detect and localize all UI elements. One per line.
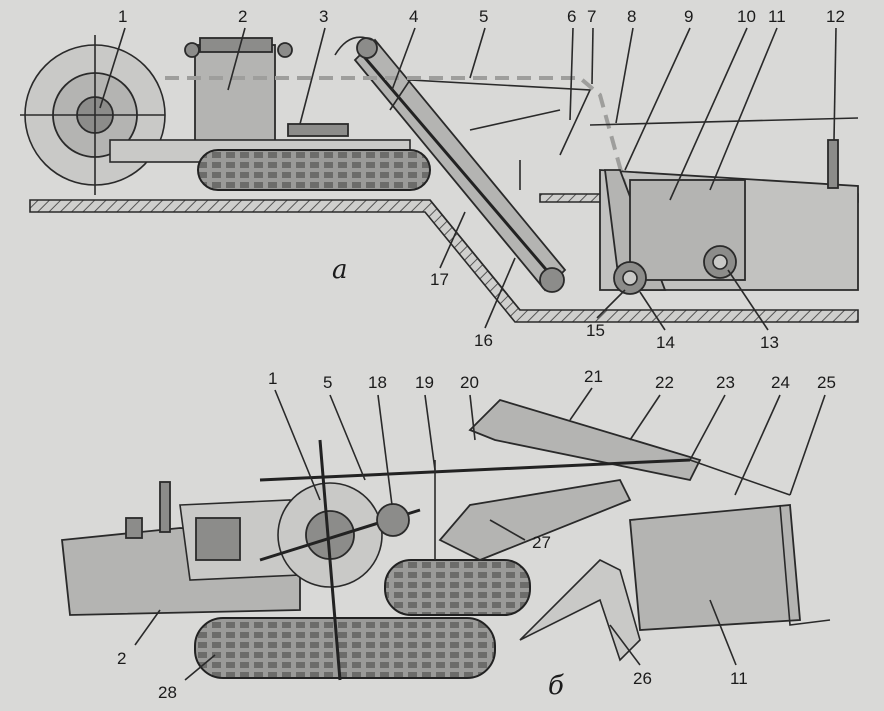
cable-5-a <box>165 76 701 272</box>
filter-cap <box>125 517 143 539</box>
callout-b-21: 21 <box>584 367 603 386</box>
callout-b-19: 19 <box>415 373 434 392</box>
lamp-right <box>277 42 293 58</box>
callouts-a: 1 2 3 4 5 6 7 8 9 10 11 12 17 16 15 14 1… <box>118 7 845 352</box>
callout-lines-b <box>134 387 826 681</box>
callout-a-5: 5 <box>479 7 488 26</box>
trench-wall <box>429 199 521 311</box>
boom-21 <box>468 398 702 482</box>
engine-cab <box>194 44 276 146</box>
callout-b-26: 26 <box>633 669 652 688</box>
diagram-part-b: 1 5 18 19 20 21 22 23 24 25 2 28 26 11 2… <box>61 367 836 702</box>
callout-a-16: 16 <box>474 331 493 350</box>
winch-18 <box>376 503 410 537</box>
callout-b-20: 20 <box>460 373 479 392</box>
blade-11 <box>629 504 801 631</box>
rotor-b <box>259 439 421 681</box>
rod-25 <box>689 459 791 496</box>
callout-a-6: 6 <box>567 7 576 26</box>
cab-roof <box>199 37 273 53</box>
ripper-26 <box>519 559 641 662</box>
crawler-track <box>197 149 431 191</box>
arm-27 <box>438 479 632 561</box>
callout-b-22: 22 <box>655 373 674 392</box>
callout-b-24: 24 <box>771 373 790 392</box>
callout-a-17: 17 <box>430 270 449 289</box>
part-a-label: а <box>332 255 348 285</box>
callout-b-2: 2 <box>117 649 126 668</box>
callout-a-7: 7 <box>587 7 596 26</box>
callout-b-5: 5 <box>323 373 332 392</box>
lamp-left <box>184 42 200 58</box>
callout-b-1: 1 <box>268 369 277 388</box>
callout-a-12: 12 <box>826 7 845 26</box>
callouts-b: 1 5 18 19 20 21 22 23 24 25 2 28 26 11 2… <box>117 367 836 702</box>
callout-a-13: 13 <box>760 333 779 352</box>
callout-a-1: 1 <box>118 7 127 26</box>
rod-5 <box>259 458 691 482</box>
hopper <box>287 123 349 137</box>
callout-b-23: 23 <box>716 373 735 392</box>
part-b-label: б <box>548 671 564 701</box>
callout-b-18: 18 <box>368 373 387 392</box>
crawler-track-rear <box>384 559 531 616</box>
crawler-track-front <box>194 617 496 679</box>
callout-a-9: 9 <box>684 7 693 26</box>
exhaust-pipe <box>159 481 171 533</box>
callout-b-25: 25 <box>817 373 836 392</box>
callout-a-10: 10 <box>737 7 756 26</box>
tow-rope <box>589 117 859 126</box>
callout-a-4: 4 <box>409 7 418 26</box>
callout-b-11: 11 <box>730 669 748 688</box>
post-12 <box>827 139 839 189</box>
callout-a-11: 11 <box>768 7 786 26</box>
diagram-part-a: 1 2 3 4 5 6 7 8 9 10 11 12 17 16 15 14 1… <box>20 7 859 352</box>
callout-lines-a <box>99 27 837 331</box>
callout-a-14: 14 <box>656 333 675 352</box>
cab-window <box>195 517 241 561</box>
callout-a-2: 2 <box>238 7 247 26</box>
drum-15-core <box>622 270 638 286</box>
inclined-elevator <box>334 36 567 293</box>
support-frame <box>389 79 592 190</box>
container-11 <box>629 179 746 281</box>
blade-edge <box>779 504 831 626</box>
callout-b-27: 27 <box>532 533 551 552</box>
callout-a-15: 15 <box>586 321 605 340</box>
drum-13-core <box>712 254 728 270</box>
rotor-wheel <box>20 35 166 195</box>
callout-b-28: 28 <box>158 683 177 702</box>
callout-a-8: 8 <box>627 7 636 26</box>
callout-a-3: 3 <box>319 7 328 26</box>
